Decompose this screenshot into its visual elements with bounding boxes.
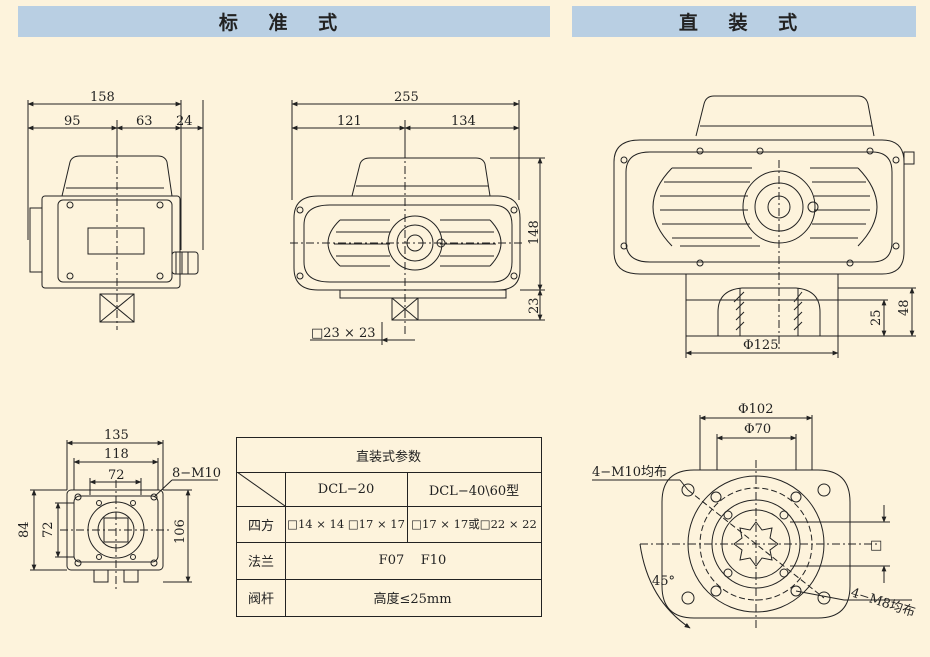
dim-4-m10: 4−M10均布 <box>592 465 667 480</box>
table-row-flange-label: 法兰 <box>247 555 274 570</box>
dim-square: □ <box>870 538 882 553</box>
dim-255: 255 <box>394 90 419 105</box>
side-view <box>290 100 545 345</box>
dim-phi70: Φ70 <box>744 422 771 437</box>
table-row-square-v1: □14 × 14 □17 × 17 <box>287 517 405 531</box>
parameter-table: 直装式参数 DCL−20 DCL−40\60型 四方 □14 × 14 □17 … <box>236 437 542 617</box>
dim-8-m10: 8−M10 <box>172 466 221 481</box>
dim-95: 95 <box>64 114 81 129</box>
front-view <box>27 100 204 330</box>
table-row-stem-value: 高度≤25mm <box>373 592 452 607</box>
header-standard: 标 准 式 <box>18 6 550 37</box>
dim-72-vertical: 72 <box>41 521 56 538</box>
header-direct-mount: 直 装 式 <box>572 6 916 37</box>
dim-phi102: Φ102 <box>738 402 773 417</box>
dim-4-m8: 4−M8均布 <box>849 586 917 621</box>
dim-63: 63 <box>136 114 153 129</box>
dim-148: 148 <box>527 220 542 245</box>
dim-158: 158 <box>90 90 115 105</box>
table-row-stem-label: 阀杆 <box>247 592 274 607</box>
table-title: 直装式参数 <box>355 449 421 465</box>
dim-84: 84 <box>17 521 32 538</box>
table-diagonal <box>237 472 285 506</box>
dim-24: 24 <box>176 114 193 129</box>
dim-square-23: □23 × 23 <box>311 326 376 341</box>
dim-135: 135 <box>104 428 129 443</box>
dim-23-vertical: 23 <box>527 297 542 314</box>
dim-106: 106 <box>173 519 188 544</box>
dim-134: 134 <box>451 114 476 129</box>
bottom-view <box>30 440 218 590</box>
table-row-flange-value: F07 F10 <box>378 553 447 568</box>
table-col-dcl40-60: DCL−40\60型 <box>428 483 520 499</box>
dim-121: 121 <box>337 114 362 129</box>
dim-72-horizontal: 72 <box>108 468 125 483</box>
dim-118: 118 <box>104 447 129 462</box>
table-row-square-v2: □17 × 17或□22 × 22 <box>411 517 537 531</box>
dim-25: 25 <box>869 309 884 326</box>
table-col-dcl20: DCL−20 <box>317 481 375 497</box>
table-row-square-label: 四方 <box>247 518 274 534</box>
dim-phi125: Φ125 <box>743 338 778 353</box>
direct-side-view <box>613 95 916 358</box>
flange-view <box>592 415 912 630</box>
dim-48: 48 <box>897 299 912 316</box>
dim-45-degree: 45° <box>652 574 675 589</box>
